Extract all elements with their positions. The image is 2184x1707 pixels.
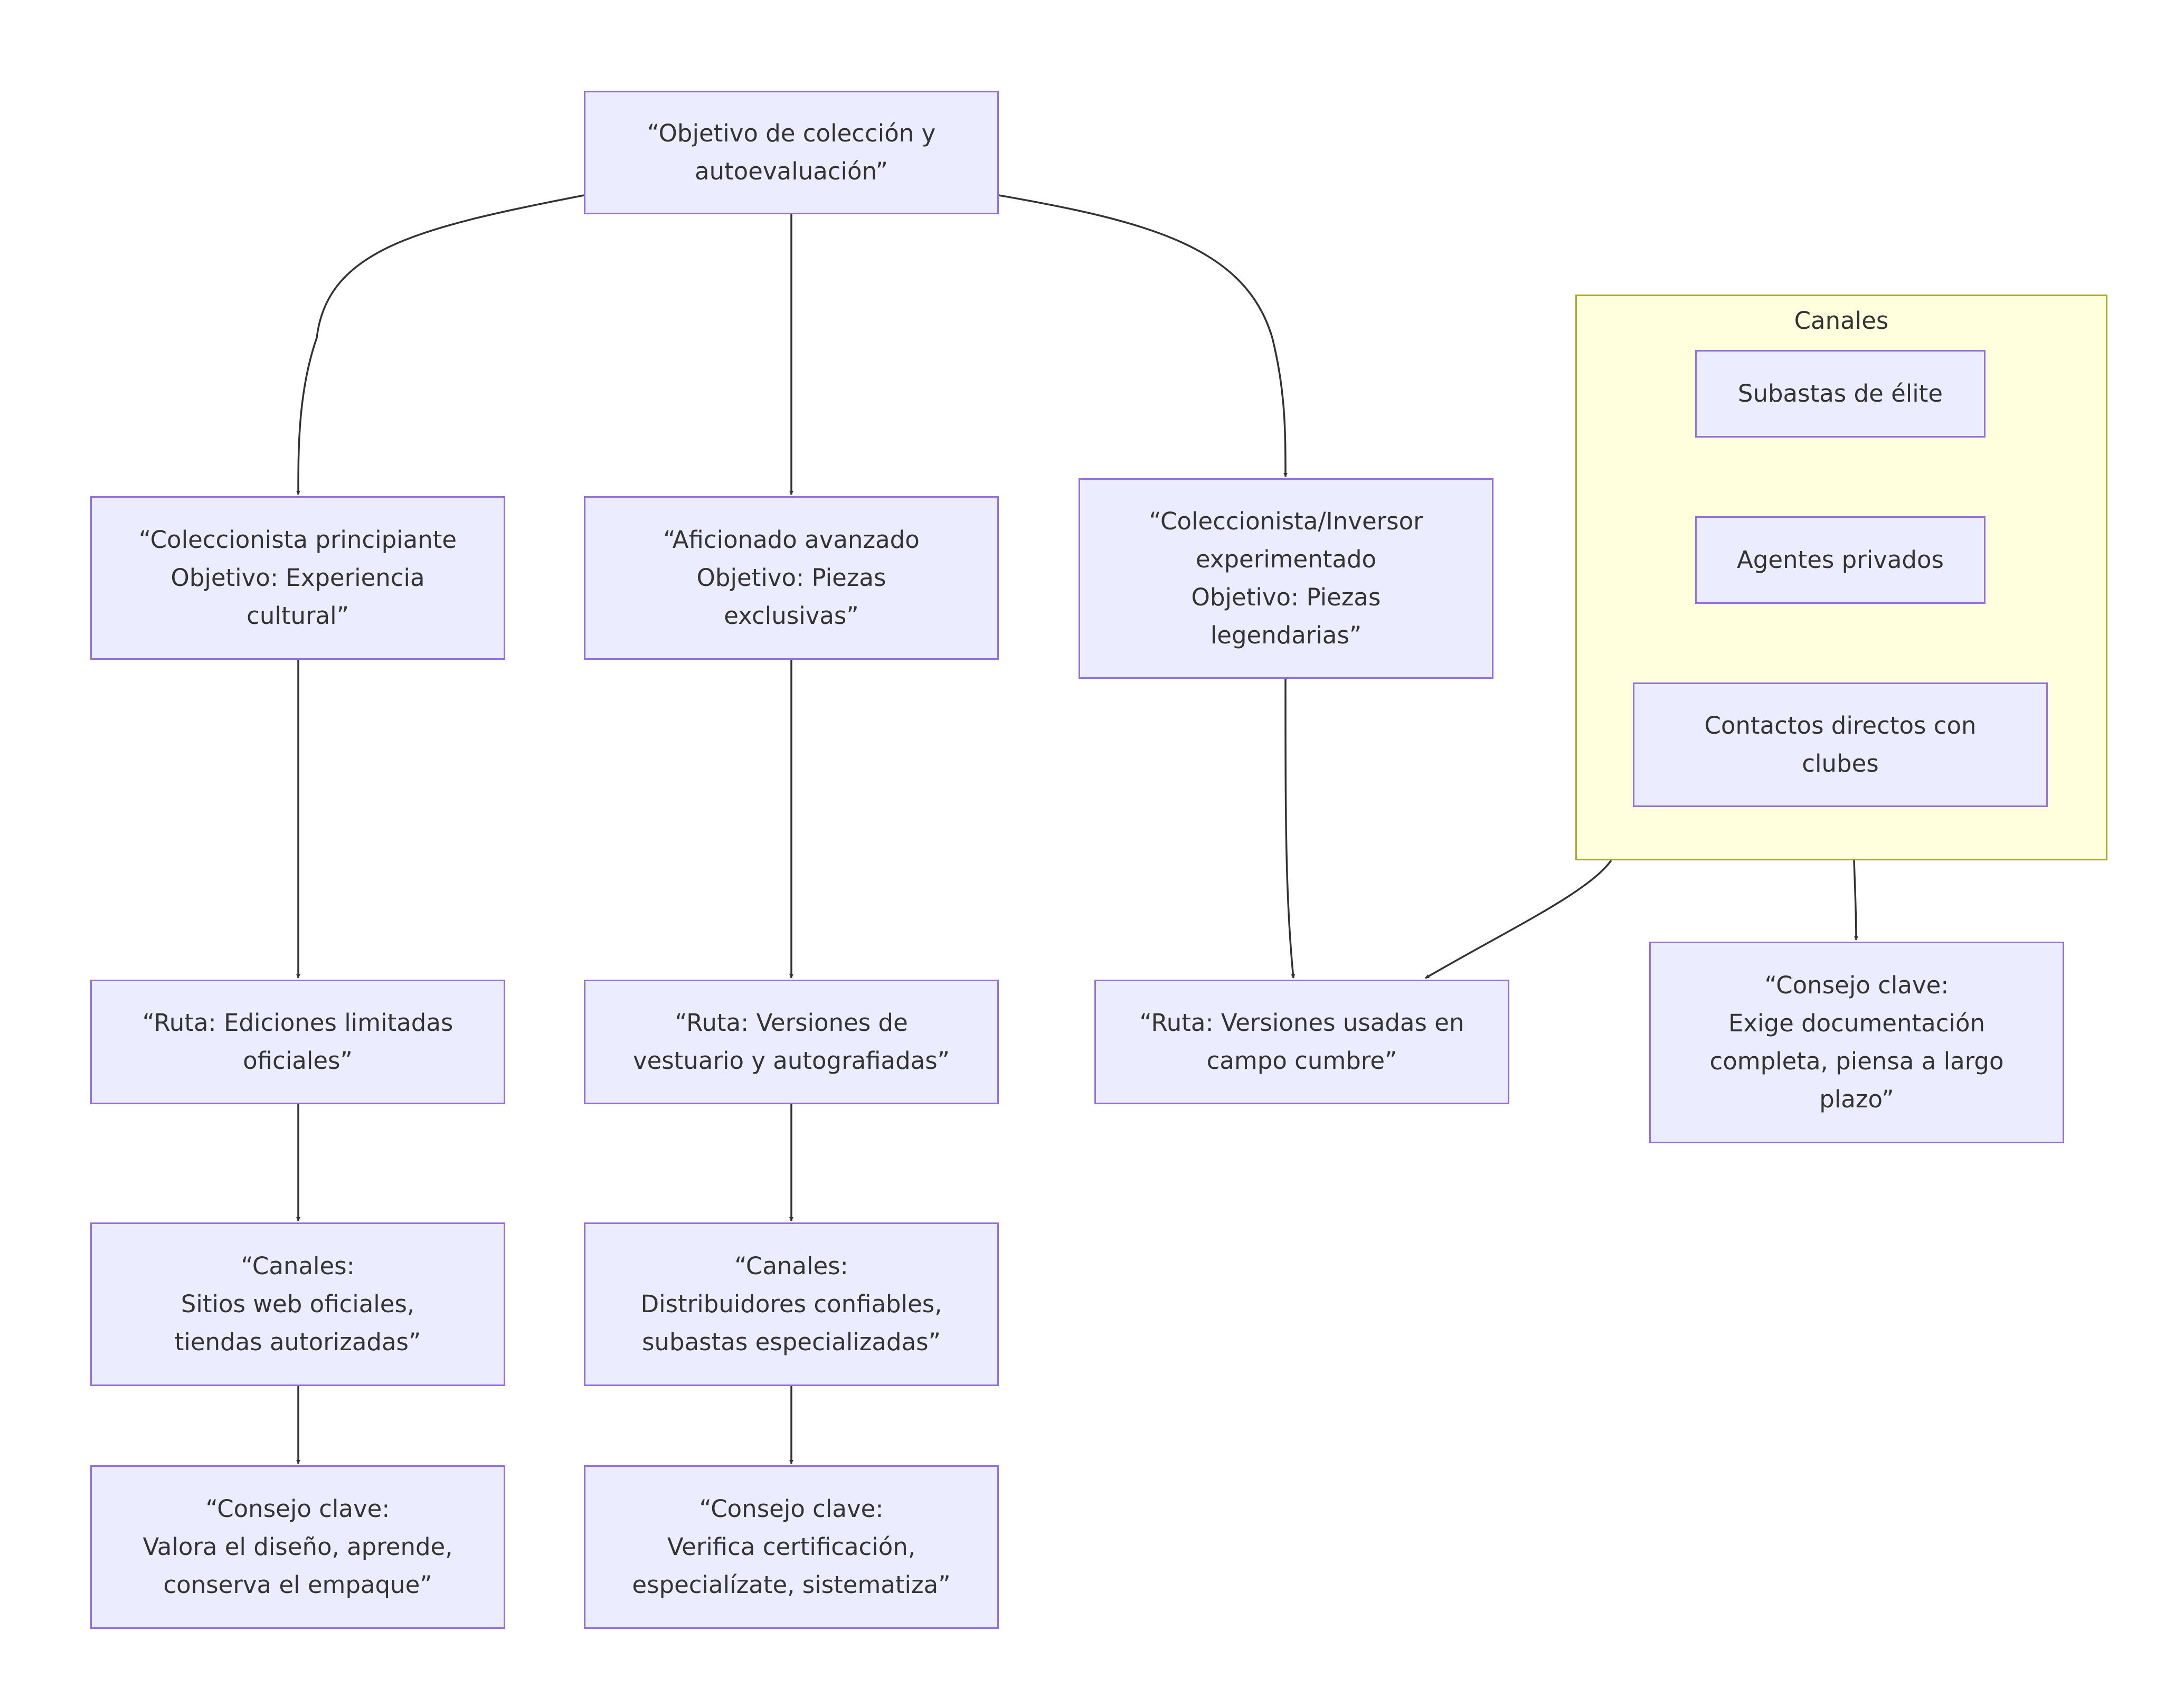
edge-cluster-tip-expert: [1853, 860, 1858, 941]
cluster-title: Canales: [1794, 307, 1889, 335]
node-beginner[interactable]: “Coleccionista principiante Objetivo: Ex…: [90, 496, 505, 660]
edge-expert-route: [1284, 678, 1296, 979]
node-channels-beginner[interactable]: “Canales: Sitios web oficiales, tiendas …: [90, 1222, 505, 1386]
node-root[interactable]: “Objetivo de colección y autoevaluación”: [584, 91, 999, 214]
node-expert[interactable]: “Coleccionista/Inversor experimentado Ob…: [1079, 478, 1493, 679]
edge-root-expert: [998, 194, 1288, 477]
node-route-beginner[interactable]: “Ruta: Ediciones limitadas oficiales”: [90, 980, 505, 1104]
node-channels-advanced[interactable]: “Canales: Distribuidores confiables, sub…: [584, 1222, 999, 1386]
node-cluster-club-contacts[interactable]: Contactos directos con clubes: [1633, 682, 2048, 807]
edge-root-beginner: [296, 194, 584, 495]
edge-cluster-route-expert: [1425, 859, 1612, 979]
node-tip-expert[interactable]: “Consejo clave: Exige documentación comp…: [1649, 942, 2064, 1143]
node-tip-beginner[interactable]: “Consejo clave: Valora el diseño, aprend…: [90, 1465, 505, 1629]
node-route-expert[interactable]: “Ruta: Versiones usadas en campo cumbre”: [1094, 980, 1509, 1104]
node-cluster-elite-auctions[interactable]: Subastas de élite: [1695, 350, 1986, 438]
node-route-advanced[interactable]: “Ruta: Versiones de vestuario y autograf…: [584, 980, 999, 1104]
node-tip-advanced[interactable]: “Consejo clave: Verifica certificación, …: [584, 1465, 999, 1629]
node-advanced[interactable]: “Aficionado avanzado Objetivo: Piezas ex…: [584, 496, 999, 660]
node-cluster-private-agents[interactable]: Agentes privados: [1695, 516, 1986, 604]
